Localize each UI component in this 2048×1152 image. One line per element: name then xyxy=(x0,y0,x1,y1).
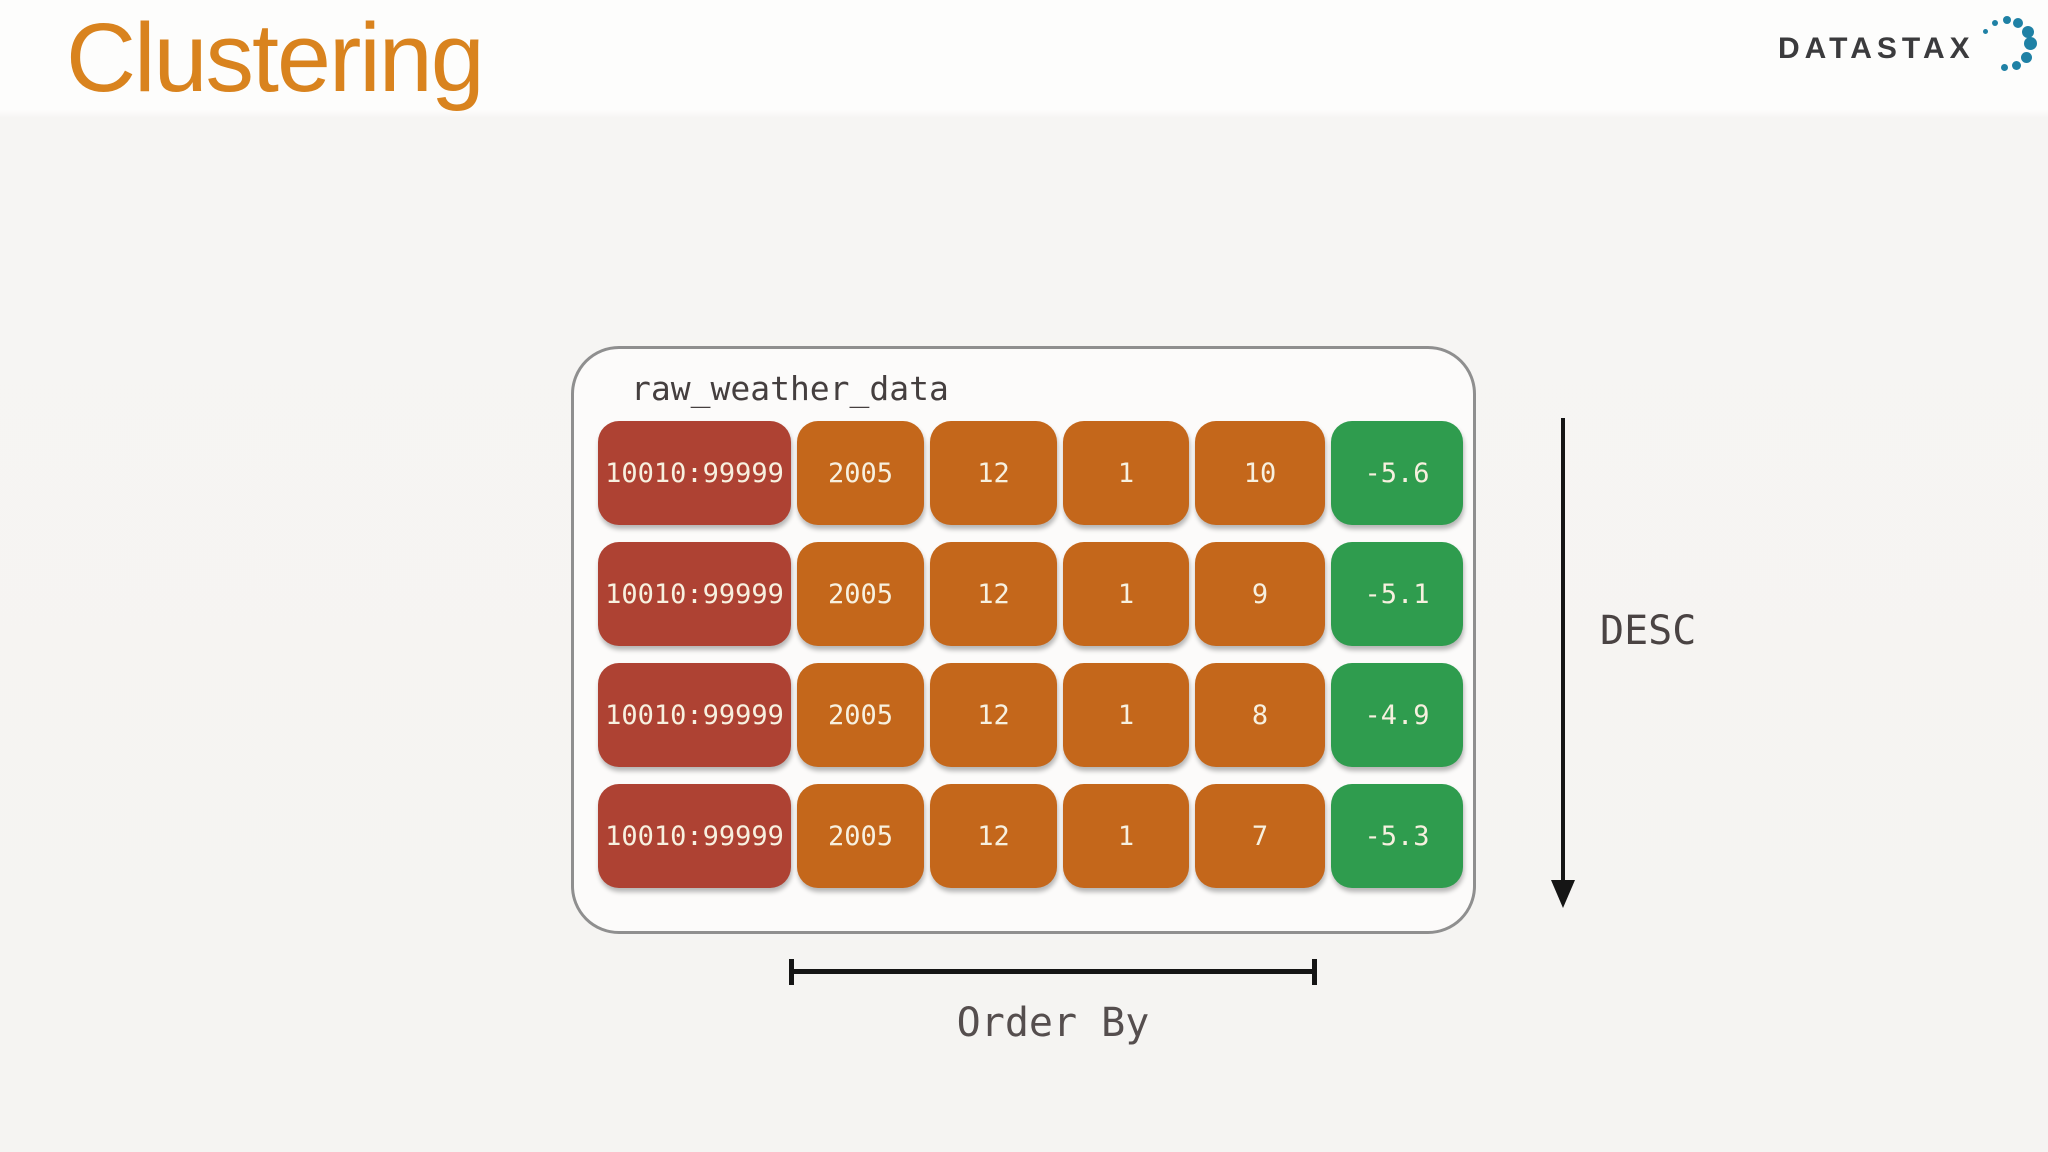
partition-key-cell: 10010:99999 xyxy=(598,421,791,525)
clustering-column-cell: 10 xyxy=(1195,421,1325,525)
table-row: 10010:99999 2005 12 1 9 -5.1 xyxy=(598,542,1463,646)
logo-dot xyxy=(2024,37,2037,50)
bracket-right-cap xyxy=(1312,959,1317,985)
clustering-column-cell: 9 xyxy=(1195,542,1325,646)
logo-dot xyxy=(2003,16,2011,24)
bracket-left-cap xyxy=(789,959,794,985)
partition-key-cell: 10010:99999 xyxy=(598,663,791,767)
logo-dot xyxy=(2022,26,2034,38)
logo-dot xyxy=(1992,20,1998,26)
datastax-dots-icon xyxy=(1975,12,2045,82)
partition-key-cell: 10010:99999 xyxy=(598,784,791,888)
table-card: raw_weather_data 10010:99999 2005 12 1 1… xyxy=(571,346,1476,934)
logo-dot xyxy=(2001,64,2008,71)
clustering-column-cell: 2005 xyxy=(797,421,924,525)
page-title: Clustering xyxy=(66,3,485,112)
clustering-column-cell: 7 xyxy=(1195,784,1325,888)
sort-direction-label: DESC xyxy=(1600,608,1697,654)
table-row: 10010:99999 2005 12 1 8 -4.9 xyxy=(598,663,1463,767)
datastax-wordmark: DATASTAX xyxy=(1778,32,1975,65)
clustering-column-cell: 12 xyxy=(930,542,1057,646)
arrow-down-icon xyxy=(1551,418,1575,908)
clustering-column-cell: 1 xyxy=(1063,542,1189,646)
clustering-column-cell: 1 xyxy=(1063,421,1189,525)
partition-key-cell: 10010:99999 xyxy=(598,542,791,646)
arrowhead-icon xyxy=(1551,880,1575,908)
order-by-label: Order By xyxy=(956,1000,1150,1046)
clustering-column-cell: 2005 xyxy=(797,784,924,888)
order-by-bracket xyxy=(789,959,1317,985)
logo-dot xyxy=(2013,18,2023,28)
clustering-column-cell: 12 xyxy=(930,421,1057,525)
value-cell: -5.6 xyxy=(1331,421,1463,525)
value-cell: -5.3 xyxy=(1331,784,1463,888)
clustering-column-cell: 12 xyxy=(930,784,1057,888)
clustering-column-cell: 1 xyxy=(1063,663,1189,767)
clustering-column-cell: 12 xyxy=(930,663,1057,767)
clustering-column-cell: 1 xyxy=(1063,784,1189,888)
table-row: 10010:99999 2005 12 1 10 -5.6 xyxy=(598,421,1463,525)
clustering-column-cell: 8 xyxy=(1195,663,1325,767)
logo-dot xyxy=(1983,29,1988,34)
table-row: 10010:99999 2005 12 1 7 -5.3 xyxy=(598,784,1463,888)
clustering-column-cell: 2005 xyxy=(797,663,924,767)
value-cell: -4.9 xyxy=(1331,663,1463,767)
table-name: raw_weather_data xyxy=(631,369,949,408)
clustering-column-cell: 2005 xyxy=(797,542,924,646)
datastax-logo: DATASTAX xyxy=(1778,8,2048,88)
bracket-line xyxy=(789,969,1317,974)
value-cell: -5.1 xyxy=(1331,542,1463,646)
logo-dot xyxy=(2021,52,2032,63)
logo-dot xyxy=(2012,61,2021,70)
